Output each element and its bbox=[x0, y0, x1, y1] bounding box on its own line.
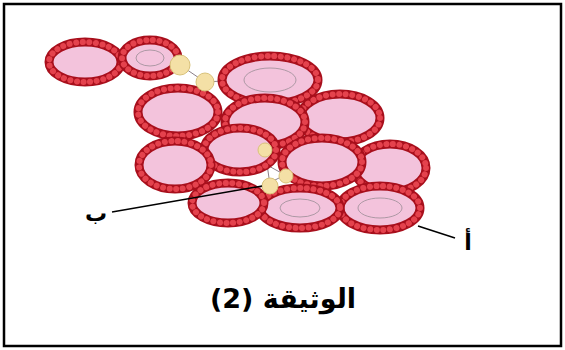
leader-line bbox=[112, 186, 262, 212]
part-label: أ bbox=[464, 230, 472, 255]
leader-line bbox=[418, 226, 455, 238]
part-label: ب bbox=[85, 201, 107, 226]
figure-caption: الوثيقة (2) bbox=[210, 283, 356, 314]
